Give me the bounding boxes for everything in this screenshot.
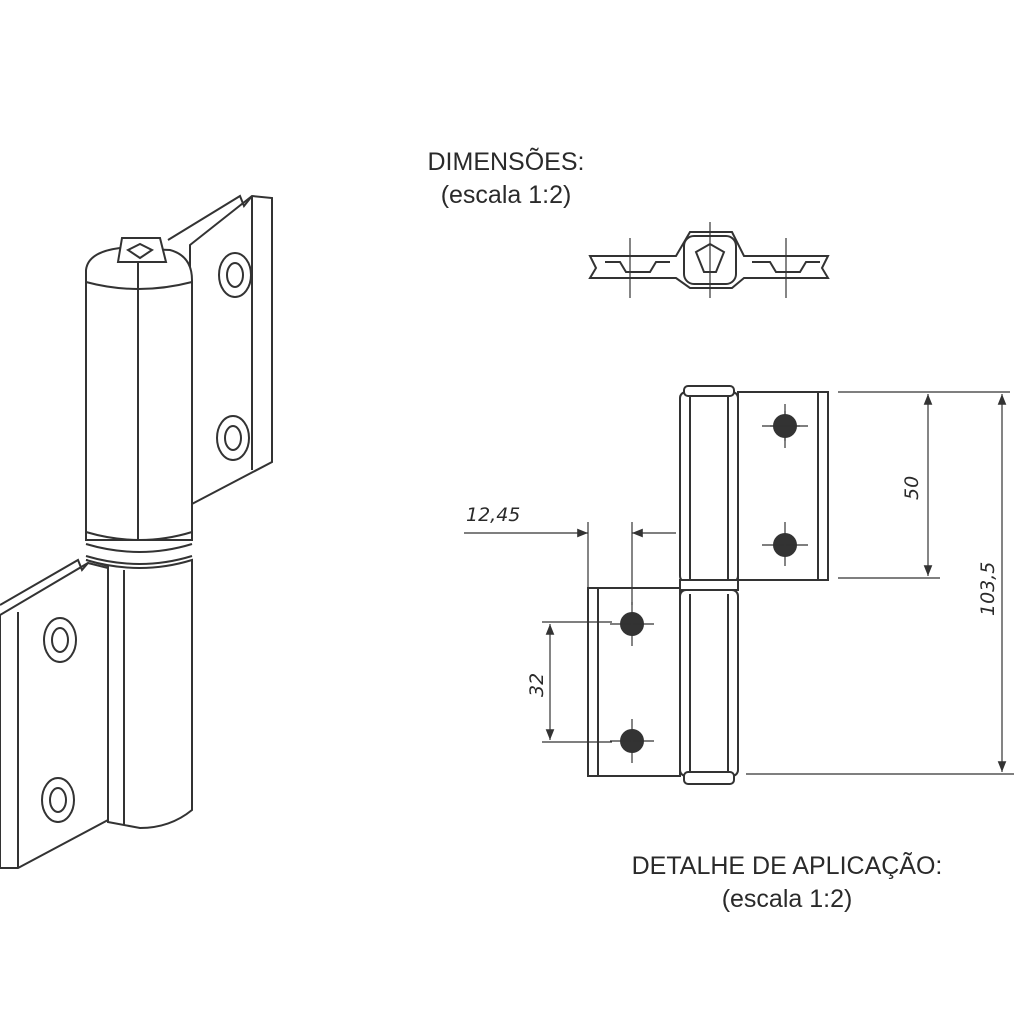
dim-label-total-height: 103,5: [977, 562, 999, 616]
detail-title: DETALHE DE APLICAÇÃO: (escala 1:2): [585, 850, 989, 916]
dimensions-title: DIMENSÕES: (escala 1:2): [395, 146, 617, 212]
dimension-total-height: 103,5: [746, 394, 1014, 775]
knuckle-ring: [85, 531, 193, 565]
dimension-bottom-hole-spacing: 32: [526, 621, 612, 743]
lower-leaf-hole-bottom: [41, 777, 75, 823]
dimensions-scale: (escala 1:2): [440, 181, 572, 209]
detail-heading: DETALHE DE APLICAÇÃO:: [631, 852, 943, 880]
dimensions-heading: DIMENSÕES:: [427, 148, 585, 176]
dimension-top-hole-spacing: 50: [838, 391, 1010, 579]
front-knuckle-ring: [679, 579, 739, 591]
hinge-knuckle: [85, 237, 193, 830]
lower-leaf: [0, 558, 109, 869]
dim-label-pin-offset: 12,45: [466, 504, 520, 526]
dim-label-bottom-hole-spacing: 32: [526, 673, 548, 697]
dim-label-top-hole-spacing: 50: [901, 476, 923, 500]
hinge-top-view: [588, 222, 830, 298]
front-knuckle-upper: [679, 391, 739, 583]
screw-lower-bottom: [610, 719, 654, 763]
upper-leaf-hole-top: [218, 252, 252, 298]
screw-upper-bottom: [762, 522, 808, 566]
screw-upper-top: [762, 404, 808, 448]
front-knuckle-lower: [679, 589, 739, 777]
dimension-pin-offset: 12,45: [464, 504, 676, 605]
pin-cap: [116, 237, 168, 263]
hinge-3d-view: [0, 194, 273, 869]
lower-leaf-hole-top: [43, 617, 77, 663]
detail-scale: (escala 1:2): [721, 885, 853, 913]
screw-lower-top: [610, 602, 654, 646]
hinge-front-view: [587, 385, 829, 785]
upper-leaf-hole-bottom: [216, 415, 250, 461]
